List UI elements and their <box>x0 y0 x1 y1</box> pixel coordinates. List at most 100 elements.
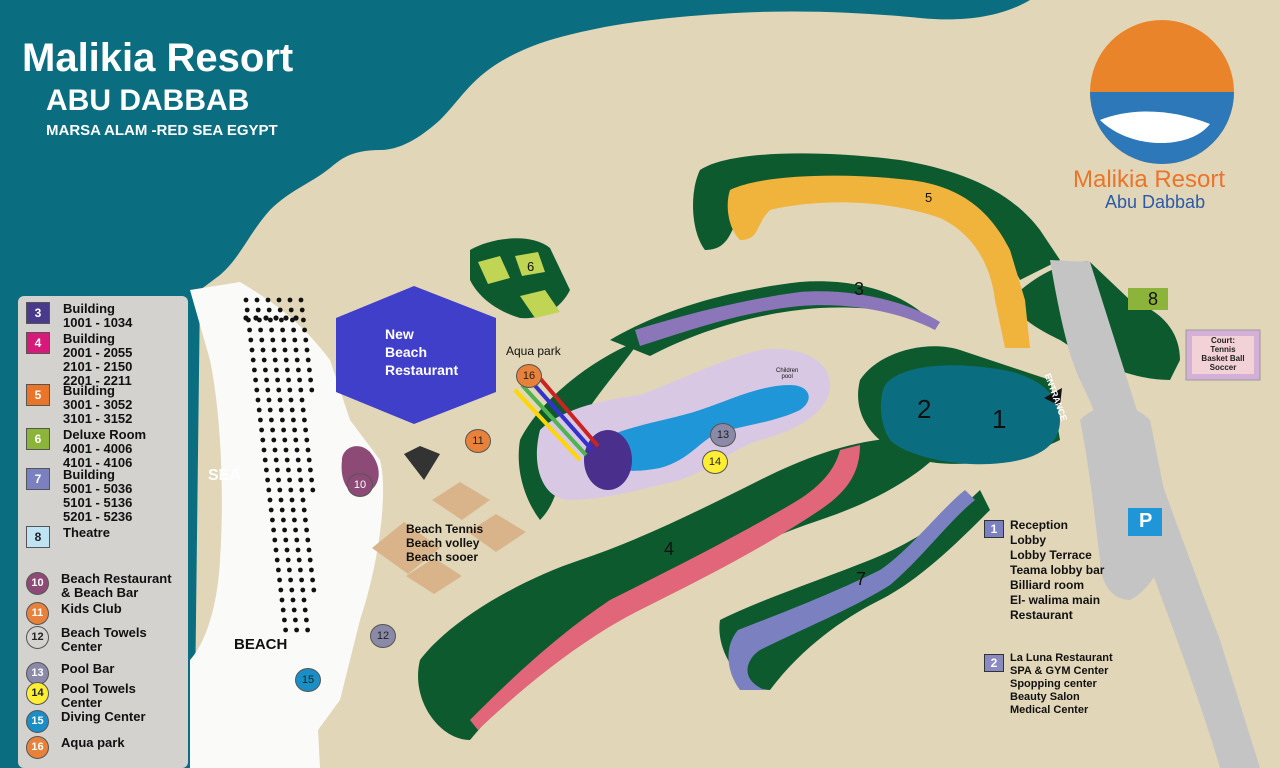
beach-umbrella <box>278 497 284 503</box>
new-beach-restaurant <box>336 286 496 424</box>
marker-12: 12 <box>370 624 396 648</box>
legend-text-4: Building 2001 - 2055 2101 - 2150 2201 - … <box>63 331 133 388</box>
beach-umbrella <box>295 457 301 463</box>
beach-umbrella <box>271 347 277 353</box>
restaurant-label: New Beach Restaurant <box>385 326 459 378</box>
beach-umbrella <box>252 367 257 373</box>
beach-umbrella <box>255 397 261 403</box>
beach-umbrella <box>284 457 290 463</box>
beach-umbrella <box>293 347 299 353</box>
logo-sun <box>1090 20 1234 164</box>
beach-umbrella <box>298 387 304 393</box>
beach-umbrella <box>278 407 284 413</box>
legend-badge-16: 16 <box>26 736 49 759</box>
beach-umbrella <box>284 547 290 553</box>
beach-umbrella <box>306 457 312 463</box>
beach-umbrella <box>261 357 267 363</box>
beach-umbrella <box>293 437 299 443</box>
beach-umbrella <box>290 507 296 513</box>
info-badge-2: 2 <box>984 654 1004 672</box>
sea-label: SEA <box>208 467 241 484</box>
beach-sand <box>190 282 384 768</box>
aqua-park-slides <box>513 374 600 462</box>
beach-umbrella <box>260 347 266 353</box>
beach-umbrella <box>266 487 272 493</box>
beach-umbrella <box>298 567 303 573</box>
beach-umbrella <box>279 597 285 603</box>
legend-text-15: Diving Center <box>61 709 146 724</box>
beach-umbrella <box>300 497 306 503</box>
beach-umbrella <box>277 577 282 583</box>
legend-badge-15: 15 <box>26 710 49 733</box>
beach-umbrella <box>287 477 292 483</box>
beach-umbrella <box>276 477 281 483</box>
beach-umbrella <box>290 597 296 603</box>
beach-umbrella <box>277 307 283 313</box>
beach-umbrella <box>260 437 266 443</box>
beach-umbrella <box>280 417 285 423</box>
beach-umbrella <box>270 337 276 343</box>
beach-umbrella <box>308 377 313 383</box>
sports-label: Beach Tennis Beach volley Beach sooer <box>406 522 484 564</box>
beach-umbrella <box>294 627 299 633</box>
legend-text-16: Aqua park <box>61 735 125 750</box>
building-8 <box>1128 288 1168 310</box>
beach-umbrella <box>290 317 295 323</box>
marker-15: 15 <box>295 668 321 692</box>
beach-umbrella <box>281 427 286 433</box>
beach-umbrella <box>299 577 304 583</box>
legend-badge-3: 3 <box>26 302 50 324</box>
beach-umbrella <box>307 367 312 373</box>
beach-umbrella <box>283 627 288 633</box>
beach-umbrella <box>259 427 264 433</box>
marker-16: 16 <box>516 364 542 388</box>
legend-badge-14: 14 <box>26 682 49 705</box>
legend-badge-10: 10 <box>26 572 49 595</box>
beach-umbrella <box>254 297 260 303</box>
beach-umbrella <box>309 477 314 483</box>
building-number-4: 4 <box>664 539 675 559</box>
legend-text-3: Building 1001 - 1034 <box>63 301 133 330</box>
beach-umbrella <box>279 507 285 513</box>
beach-umbrella <box>254 387 260 393</box>
beach-umbrella <box>294 537 300 543</box>
beach-umbrella <box>301 507 307 513</box>
beach-umbrella <box>287 387 293 393</box>
beach-umbrella <box>282 617 287 623</box>
beach-umbrella <box>266 397 272 403</box>
beach-umbrella <box>282 347 288 353</box>
info-text-1: Reception Lobby Lobby Terrace Teama lobb… <box>1010 518 1105 622</box>
beach-umbrella <box>298 477 303 483</box>
building-number-6: 6 <box>527 259 535 274</box>
building-number-3: 3 <box>854 279 865 299</box>
beach-umbrella <box>291 327 296 333</box>
beach-umbrella <box>292 337 298 343</box>
beach-umbrella <box>279 317 284 323</box>
building-number-7: 7 <box>856 569 867 589</box>
beach-umbrella <box>282 437 288 443</box>
legend-badge-12: 12 <box>26 626 49 649</box>
legend-text-10: Beach Restaurant & Beach Bar <box>61 571 172 600</box>
beach-umbrella <box>293 527 298 533</box>
beach-umbrella <box>304 437 310 443</box>
legend-item-15: 15 Diving Center <box>26 710 146 733</box>
beach-umbrella <box>275 377 280 383</box>
beach-umbrella <box>272 537 278 543</box>
beach-umbrella <box>264 467 269 473</box>
building-5 <box>727 175 1030 348</box>
beach-umbrella <box>310 577 315 583</box>
legend-text-6: Deluxe Room 4001 - 4006 4101 - 4106 <box>63 427 147 470</box>
beach-umbrella <box>243 297 249 303</box>
beach-umbrella <box>277 397 283 403</box>
beach-umbrella <box>273 547 279 553</box>
beach-umbrella <box>256 407 262 413</box>
beach-umbrella <box>255 307 261 313</box>
beach-umbrella <box>304 527 309 533</box>
beach-umbrella <box>295 547 301 553</box>
